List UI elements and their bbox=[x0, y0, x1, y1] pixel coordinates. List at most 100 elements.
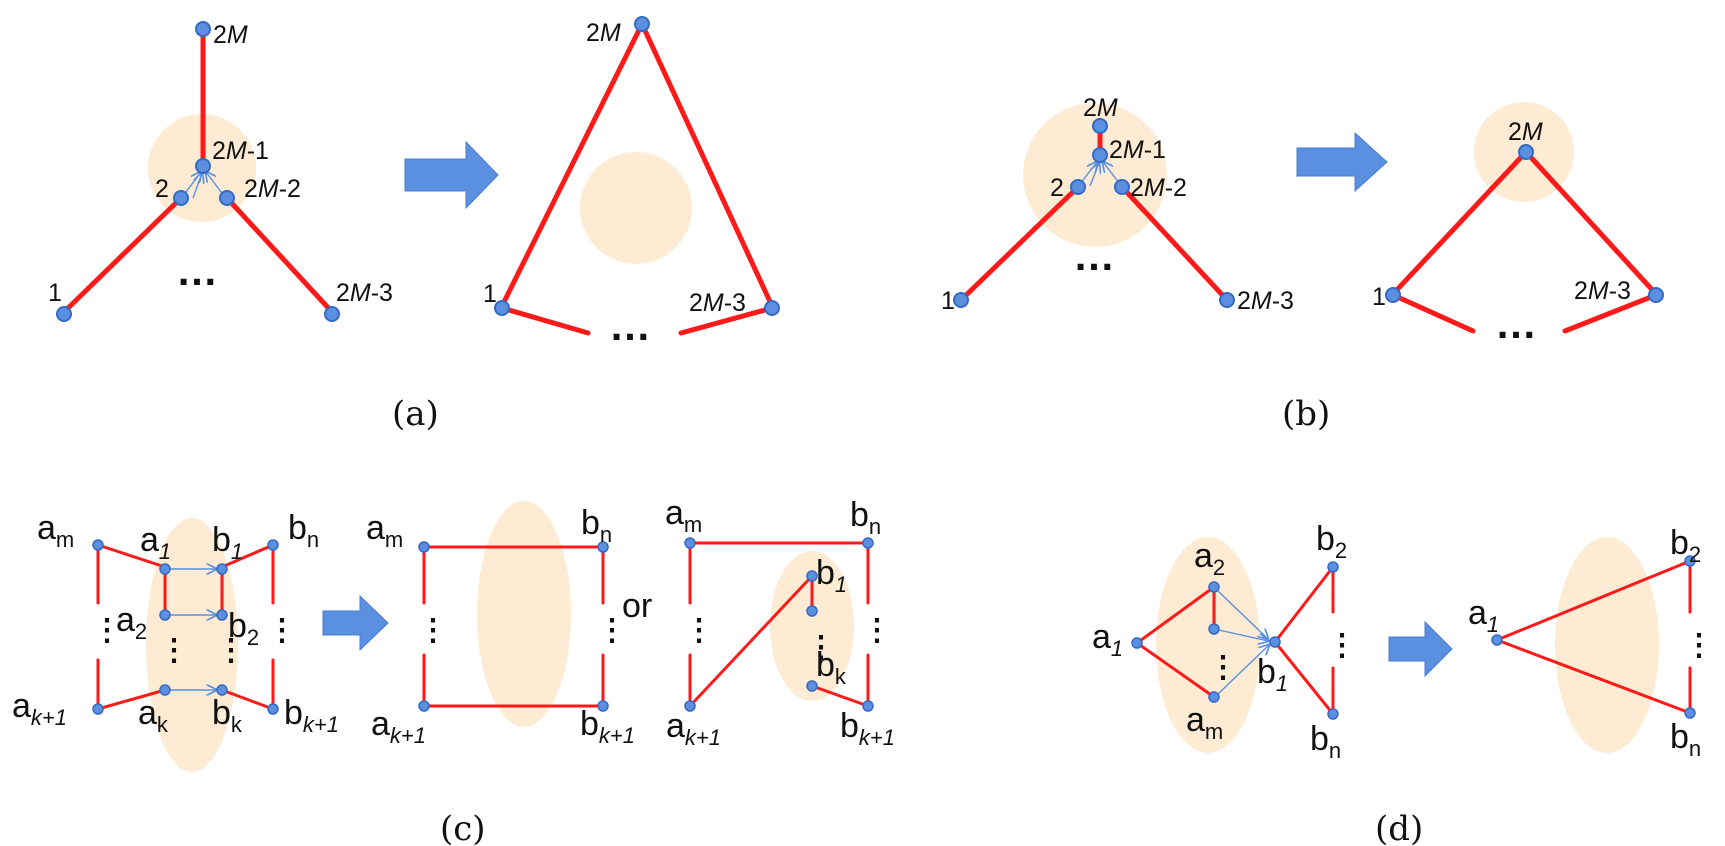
label-am: am bbox=[37, 509, 74, 552]
vertex-b2 bbox=[1327, 561, 1339, 573]
label-1: 1 bbox=[1372, 283, 1386, 311]
ellipsis: … bbox=[1495, 300, 1537, 347]
label-am: am bbox=[665, 494, 702, 537]
vertex-ak bbox=[159, 684, 171, 696]
vertex-bk1 bbox=[597, 700, 609, 712]
vertical-ellipsis: ⋮ bbox=[159, 634, 189, 667]
edge bbox=[1495, 638, 1692, 715]
caption-a: (a) bbox=[392, 394, 439, 434]
ellipsis: … bbox=[1073, 232, 1115, 279]
panel-c-result-1: am bn ak+1 bk+1 ⋮ ⋮ bbox=[366, 501, 635, 748]
or-label: or bbox=[622, 587, 652, 625]
edge bbox=[1390, 292, 1476, 334]
label-am: am bbox=[366, 509, 403, 552]
edge bbox=[499, 305, 591, 336]
label-2M-1: 2M-1 bbox=[1109, 136, 1166, 164]
label-2M-3: 2M-3 bbox=[1574, 277, 1631, 305]
vertex-2M-3 bbox=[764, 300, 780, 316]
vertex-b-mid bbox=[806, 605, 818, 617]
edge bbox=[1119, 184, 1230, 303]
contraction-region bbox=[580, 152, 692, 264]
vertex-2M-1 bbox=[195, 158, 211, 174]
label-ak1: ak+1 bbox=[12, 687, 67, 730]
vertex-a1 bbox=[1491, 634, 1503, 646]
vertex-a2 bbox=[1208, 581, 1220, 593]
label-bk1: bk+1 bbox=[840, 707, 895, 750]
vertical-ellipsis: ⋮ bbox=[597, 614, 627, 647]
vertical-ellipsis: ⋮ bbox=[684, 614, 714, 647]
label-b1: b1 bbox=[1257, 653, 1288, 696]
label-bn: bn bbox=[581, 504, 612, 547]
label-ak1: ak+1 bbox=[666, 707, 721, 750]
contraction-region bbox=[477, 501, 571, 727]
vertex-2M bbox=[195, 21, 211, 37]
label-2M-3: 2M-3 bbox=[1237, 287, 1294, 315]
panel-d-after: a1 b2 bn ⋮ bbox=[1468, 524, 1714, 761]
label-b2: b2 bbox=[1316, 520, 1347, 563]
label-a1: a1 bbox=[1468, 594, 1499, 637]
vertex-bk1 bbox=[267, 703, 279, 715]
edge bbox=[1523, 149, 1659, 297]
transform-arrow bbox=[1388, 620, 1453, 678]
vertex-am bbox=[1208, 691, 1220, 703]
edge bbox=[1273, 640, 1335, 716]
panel-b: 2M 2M-1 2 2M-2 1 2M-3 … 2M 1 2M-3 … (b) bbox=[941, 94, 1664, 434]
label-2M: 2M bbox=[586, 19, 621, 47]
panel-b-after: 2M 1 2M-3 … bbox=[1372, 102, 1664, 347]
vertex-2M-3 bbox=[1219, 292, 1235, 308]
label-1: 1 bbox=[48, 279, 62, 307]
label-2M-2: 2M-2 bbox=[244, 175, 301, 203]
edge bbox=[1135, 641, 1216, 699]
vertex-1 bbox=[1385, 287, 1401, 303]
vertex-2M-3 bbox=[1648, 287, 1664, 303]
vertical-ellipsis: ⋮ bbox=[1684, 629, 1714, 662]
edge bbox=[639, 21, 775, 309]
label-1: 1 bbox=[483, 280, 497, 308]
label-2M: 2M bbox=[213, 21, 248, 49]
label-a2: a2 bbox=[1194, 537, 1225, 580]
edge bbox=[688, 574, 814, 708]
label-2M-1: 2M-1 bbox=[212, 137, 269, 165]
edge bbox=[96, 543, 167, 569]
vertex-b2 bbox=[216, 609, 228, 621]
transform-arrow bbox=[322, 594, 389, 652]
panel-a-after: 2M 1 2M-3 … bbox=[483, 16, 780, 349]
vertex-bk bbox=[216, 684, 228, 696]
vertical-ellipsis: ⋮ bbox=[806, 631, 836, 664]
vertex-2M bbox=[634, 16, 650, 32]
transform-arrow bbox=[404, 140, 499, 210]
panel-c-before: am a1 b1 bn a2 b2 ak+1 ak bk bk+1 ⋮ ⋮ ⋮ … bbox=[12, 509, 339, 772]
label-2M: 2M bbox=[1083, 94, 1118, 122]
ellipsis: … bbox=[609, 302, 651, 349]
vertex-b2 bbox=[1684, 555, 1696, 567]
vertical-ellipsis: ⋮ bbox=[418, 614, 448, 647]
label-ak: ak bbox=[138, 694, 169, 737]
vertex-b1 bbox=[216, 563, 228, 575]
panel-c-result-2: am bn b1 bk ak+1 bk+1 ⋮ ⋮ ⋮ bbox=[665, 494, 895, 750]
edge bbox=[61, 195, 184, 315]
label-2M: 2M bbox=[1508, 118, 1543, 146]
vertex-a1 bbox=[1131, 637, 1143, 649]
panel-a: 2M 2M-1 2 2M-2 1 2M-3 … 2M 1 2M-3 … (a) bbox=[48, 16, 780, 434]
caption-d: (d) bbox=[1375, 809, 1423, 846]
vertex-2M-2 bbox=[1114, 179, 1130, 195]
vertex-am bbox=[418, 541, 430, 553]
contraction-arrow bbox=[1089, 163, 1099, 187]
label-a1: a1 bbox=[140, 521, 171, 564]
vertex-bn bbox=[267, 539, 279, 551]
vertex-ak1 bbox=[92, 703, 104, 715]
label-b1: b1 bbox=[816, 554, 847, 597]
contraction-arrow bbox=[1218, 629, 1268, 641]
label-b2: b2 bbox=[1670, 524, 1701, 567]
vertex-2M-3 bbox=[324, 306, 340, 322]
vertex-ak1 bbox=[418, 700, 430, 712]
contraction-region bbox=[1156, 537, 1260, 753]
vertex-1 bbox=[56, 306, 72, 322]
vertex-2 bbox=[173, 190, 189, 206]
edge bbox=[1562, 292, 1659, 334]
label-bn: bn bbox=[1310, 720, 1341, 763]
vertical-ellipsis: ⋮ bbox=[1327, 629, 1357, 662]
transform-arrow bbox=[1296, 131, 1388, 193]
vertex-a1 bbox=[159, 563, 171, 575]
